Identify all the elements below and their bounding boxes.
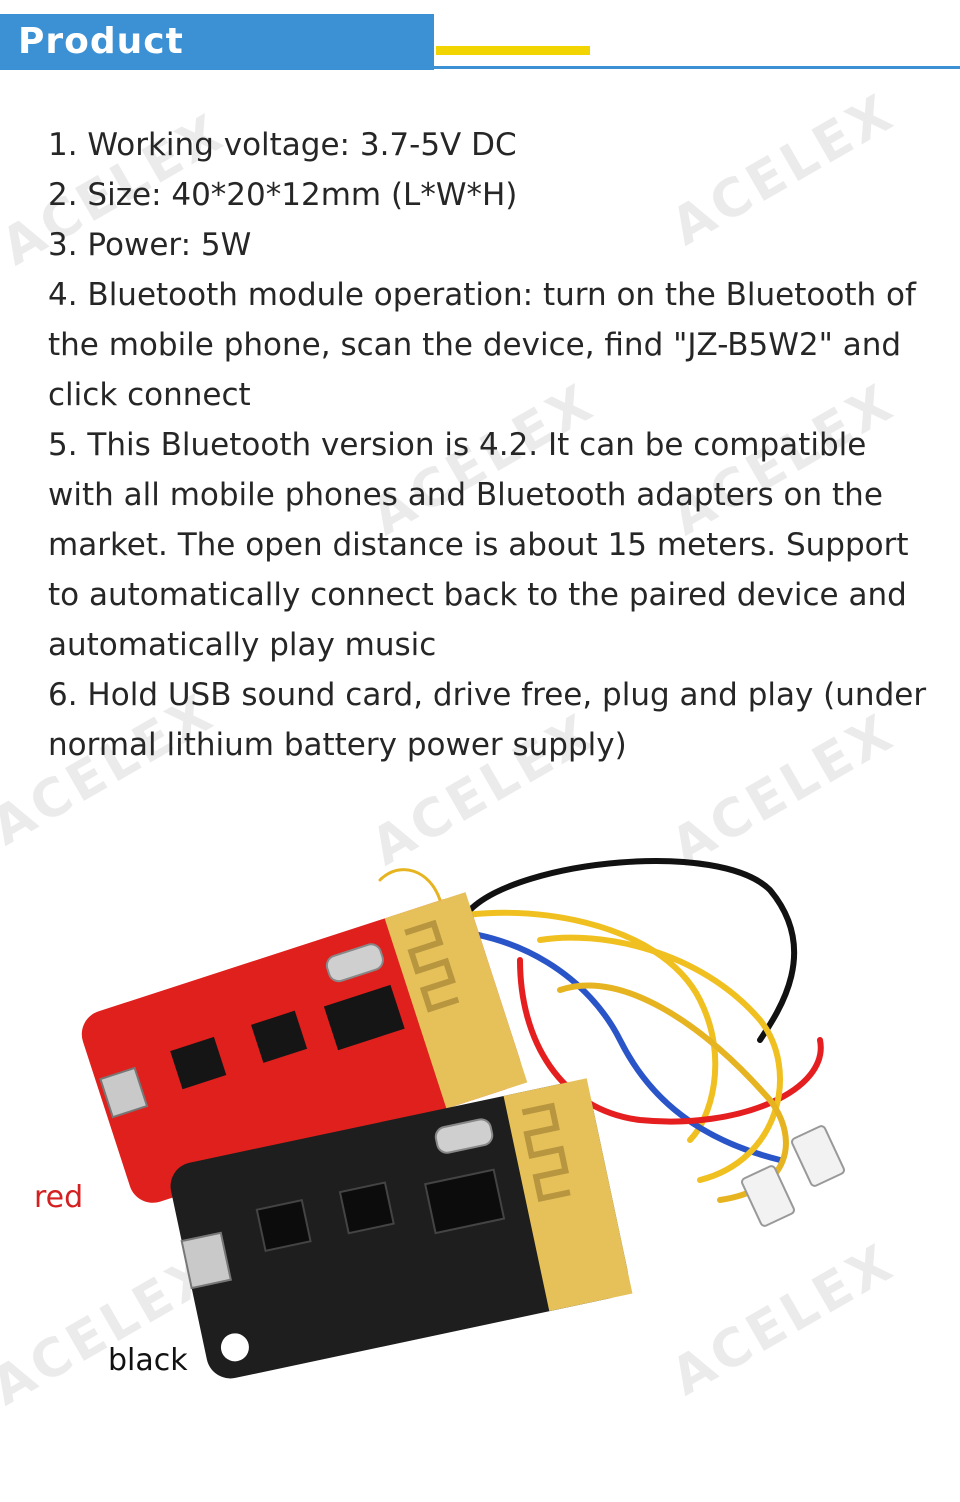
- spec-item: 4. Bluetooth module operation: turn on t…: [48, 277, 916, 413]
- black-variant-label: black: [108, 1343, 188, 1378]
- red-board: [81, 892, 528, 1203]
- black-board: [170, 1078, 633, 1379]
- header-rule: [434, 66, 960, 69]
- header-accent-bar: [436, 46, 590, 55]
- wires: [378, 858, 824, 1203]
- red-variant-label: red: [34, 1180, 84, 1215]
- spec-item: 3. Power: 5W: [48, 227, 252, 263]
- spec-item: 1. Working voltage: 3.7-5V DC: [48, 127, 517, 163]
- spec-item: 6. Hold USB sound card, drive free, plug…: [48, 677, 927, 763]
- section-title: Product description: [0, 14, 434, 118]
- spec-item: 5. This Bluetooth version is 4.2. It can…: [48, 427, 909, 663]
- section-header: Product description: [0, 0, 960, 118]
- spec-item: 2. Size: 40*20*12mm (L*W*H): [48, 177, 518, 213]
- spec-list: 1. Working voltage: 3.7-5V DC 2. Size: 4…: [48, 120, 928, 770]
- product-photo: [81, 858, 845, 1379]
